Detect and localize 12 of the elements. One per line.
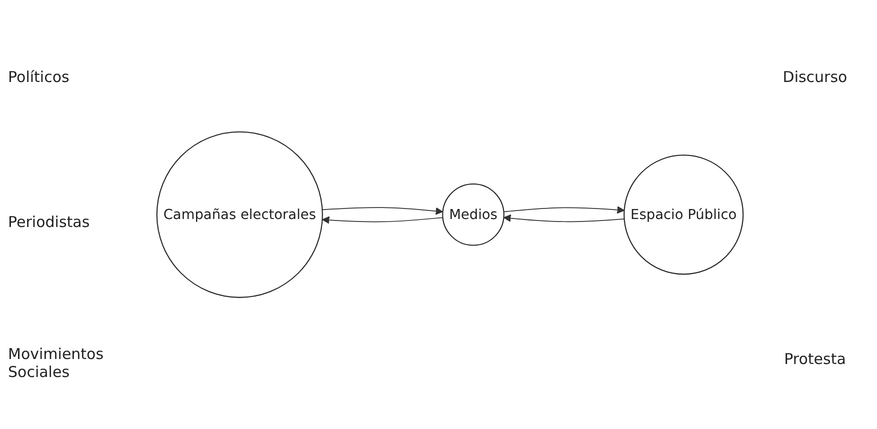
arrow <box>322 216 444 224</box>
side-label: Discurso <box>782 68 848 86</box>
side-label: Protesta <box>783 350 847 368</box>
side-label: Periodistas <box>8 213 91 231</box>
side-label: Políticos <box>8 68 70 86</box>
node-circle: Espacio Público <box>624 154 744 275</box>
arrow <box>322 206 444 215</box>
arrow <box>503 214 625 222</box>
node-circle: Medios <box>442 183 504 246</box>
node-circle: Campañas electorales <box>156 131 323 298</box>
arrow <box>503 206 625 214</box>
side-label: Movimientos Sociales <box>8 345 105 381</box>
